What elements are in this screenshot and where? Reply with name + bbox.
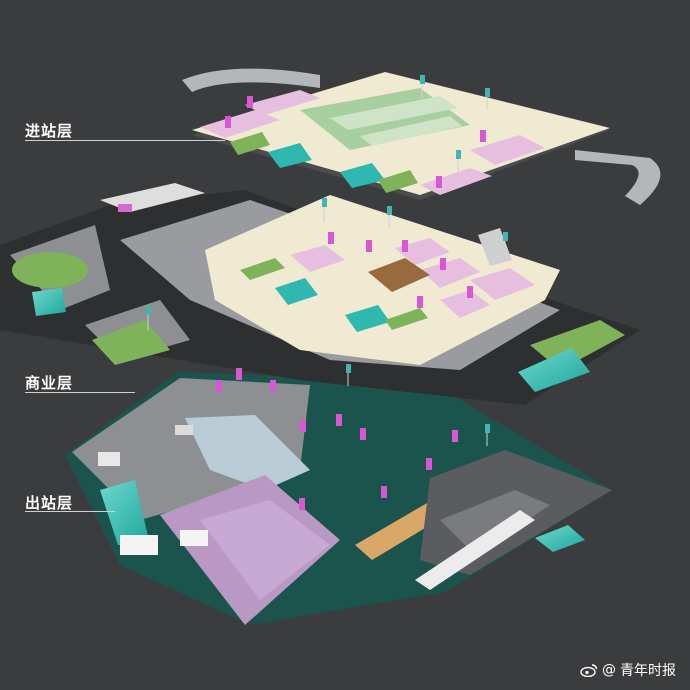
commercial-level-label: 商业层 <box>25 374 74 392</box>
watermark: @青年时报 <box>580 660 676 680</box>
watermark-text: 青年时报 <box>620 663 676 679</box>
entry-level-label: 进站层 <box>25 122 74 140</box>
teal-pole-markers <box>146 75 508 446</box>
exit-level <box>65 372 612 625</box>
entry-level <box>182 68 661 205</box>
watermark-at-sign: @ <box>602 662 616 678</box>
commercial-level-leader-line <box>25 392 135 393</box>
exit-level-leader-line <box>25 511 115 512</box>
pink-location-markers <box>216 96 486 510</box>
exit-level-label: 出站层 <box>25 494 74 512</box>
commercial-level <box>0 183 640 405</box>
weibo-logo-icon <box>580 664 598 677</box>
entry-level-leader-line <box>25 140 225 141</box>
